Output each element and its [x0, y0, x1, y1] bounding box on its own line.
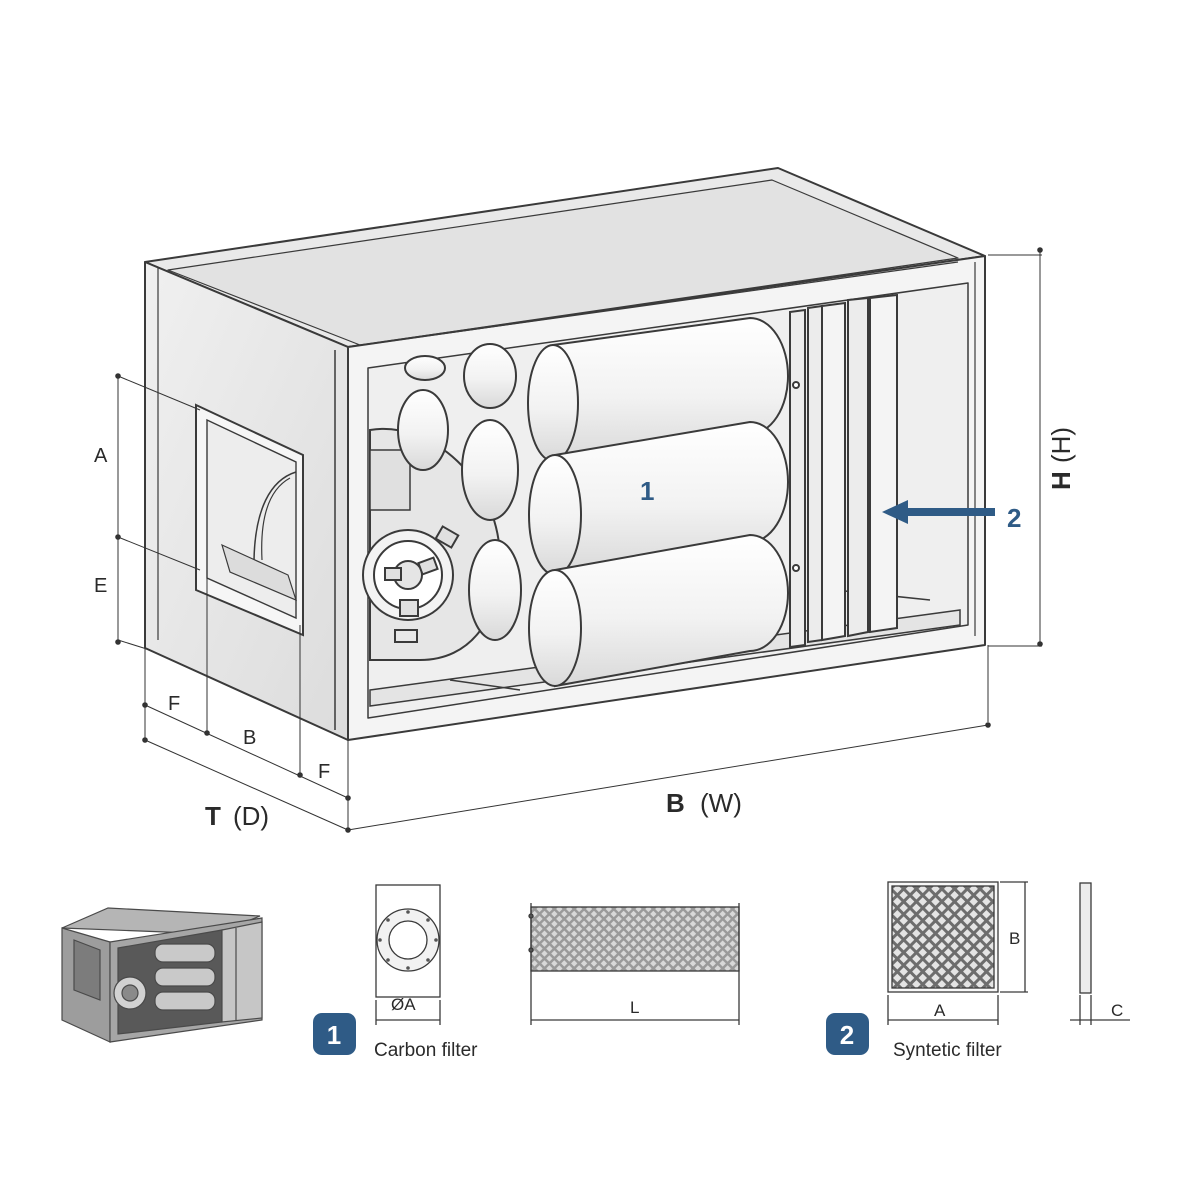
synthetic-dim-a-label: A — [934, 1001, 946, 1020]
synthetic-filter-panels — [789, 293, 898, 649]
carbon-length-label: L — [630, 998, 639, 1017]
dim-f-bottom-label: F — [318, 761, 330, 783]
badge-carbon-number: 1 — [327, 1020, 341, 1050]
dim-b-label: B — [243, 727, 256, 749]
synthetic-filter-face — [887, 881, 1028, 1025]
dim-depth-code: T — [205, 801, 221, 831]
carbon-filter-endview — [375, 884, 441, 1025]
badge-carbon — [313, 1013, 356, 1055]
synthetic-filter-label: Syntetic filter — [893, 1040, 1002, 1061]
carbon-filter-sideview — [528, 903, 740, 1025]
dimension-labels: A E F B F T (D) B (W) H (H) — [94, 427, 1076, 831]
dim-a-label: A — [94, 445, 108, 467]
badge-synthetic-number: 2 — [840, 1020, 854, 1050]
product-thumbnail — [61, 907, 263, 1043]
dim-height-paren: (H) — [1046, 427, 1076, 463]
synthetic-filter-edge — [1070, 882, 1130, 1025]
carbon-filter-label: Carbon filter — [374, 1040, 478, 1061]
carbon-diameter-label: ØA — [391, 995, 416, 1014]
callout-synthetic-arrow — [882, 500, 995, 524]
dimension-lines — [115, 247, 1043, 833]
dim-depth-paren: (D) — [233, 801, 269, 831]
side-inlet — [195, 403, 304, 637]
synthetic-dim-b-label: B — [1009, 929, 1020, 948]
badge-synthetic — [826, 1013, 869, 1055]
callout-carbon-number: 1 — [640, 476, 654, 506]
synthetic-dim-c-label: C — [1111, 1001, 1123, 1020]
carbon-cylinder-bottom — [554, 533, 789, 688]
dim-width-code: B — [666, 788, 685, 818]
callout-synthetic-number: 2 — [1007, 503, 1021, 533]
dim-f-top-label: F — [168, 693, 180, 715]
dim-e-label: E — [94, 575, 107, 597]
carbon-cylinders — [397, 316, 789, 688]
dim-width-paren: (W) — [700, 788, 742, 818]
dim-height-code: H — [1046, 471, 1076, 490]
